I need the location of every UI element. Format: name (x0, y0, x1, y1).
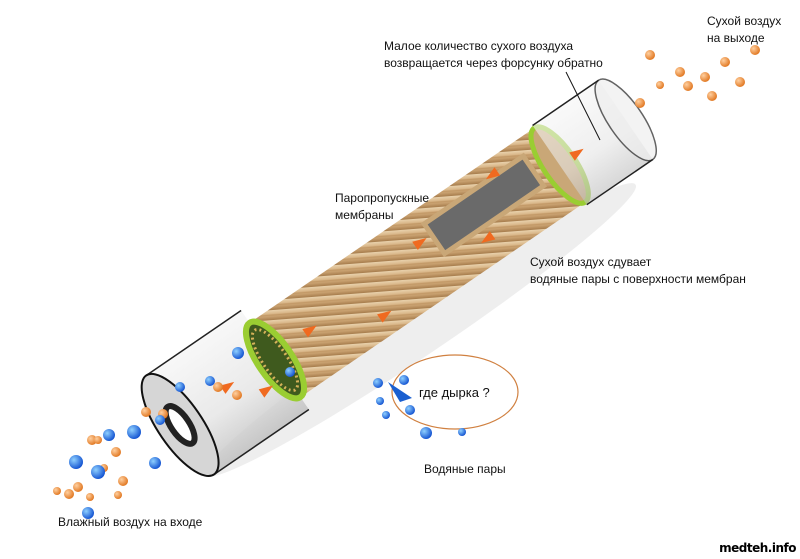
membranes-label: Паропропускные мембраны (335, 190, 429, 224)
water-vapor-label: Водяные пары (424, 462, 506, 476)
outlet-label-line-1: Сухой воздух (707, 14, 782, 28)
purge-pointer (565, 71, 601, 141)
cutaway-core (420, 152, 548, 258)
vapor-arrow (388, 382, 412, 402)
hole-question-label: где дырка ? (419, 385, 490, 400)
sweep-label-line-2: водяные пары с поверхности мембран (530, 272, 746, 286)
inlet-port (162, 403, 198, 447)
purge-label-line-2: возвращается через форсунку обратно (384, 56, 603, 70)
dry-air-particles (53, 45, 760, 501)
membrane-bundle (242, 124, 591, 402)
flow-arrows (219, 148, 584, 398)
purge-label-line-1: Малое количество сухого воздуха (384, 39, 574, 53)
water-vapor-particles (69, 347, 466, 519)
sweep-label-line-1: Сухой воздух сдувает (530, 255, 652, 269)
watermark: medteh.info (719, 541, 796, 555)
membranes-label-line-2: мембраны (335, 208, 394, 222)
fiber-end-face (242, 318, 308, 402)
outlet-housing (532, 78, 657, 206)
outlet-label: Сухой воздух на выходе (707, 13, 781, 47)
question-ellipse (391, 354, 519, 430)
inlet-label: Влажный воздух на входе (58, 515, 203, 529)
sweep-label: Сухой воздух сдувает водяные пары с пове… (530, 254, 746, 288)
shadow (203, 183, 637, 477)
membranes-label-line-1: Паропропускные (335, 191, 430, 205)
purge-label: Малое количество сухого воздуха возвраща… (384, 38, 603, 72)
outlet-label-line-2: на выходе (707, 31, 765, 45)
